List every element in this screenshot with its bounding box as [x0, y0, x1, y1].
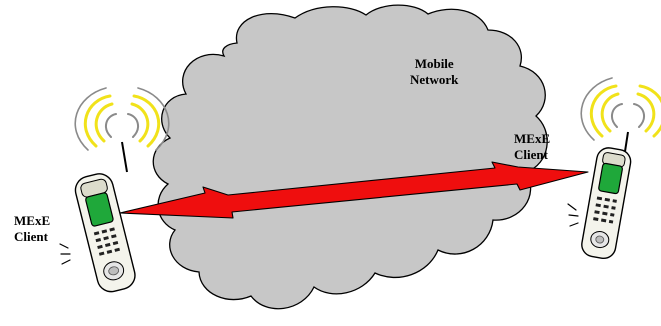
left-signal-waves-icon [74, 87, 170, 151]
left-ring-lines-icon [59, 243, 71, 265]
right-client-label-line2: Client [514, 147, 548, 162]
mobile-network-label: Mobile Network [410, 56, 458, 88]
left-phone-body [74, 173, 136, 293]
right-client-label-line1: MExE [514, 131, 551, 146]
right-mobile-phone-icon [567, 77, 661, 260]
left-client-label-line1: MExE [14, 213, 51, 228]
double-headed-arrow [119, 161, 589, 219]
left-client-label: MExE Client [14, 213, 50, 245]
mobile-network-cloud [152, 4, 548, 310]
mobile-network-label-line2: Network [410, 72, 459, 87]
mobile-network-label-line1: Mobile [414, 56, 454, 71]
left-client-label-line2: Client [14, 229, 48, 244]
right-phone-body [581, 147, 632, 260]
right-client-label: MExE Client [514, 131, 550, 163]
right-ring-lines-icon [567, 203, 579, 227]
right-signal-waves-icon [580, 77, 661, 141]
left-mobile-phone-icon [59, 87, 170, 293]
